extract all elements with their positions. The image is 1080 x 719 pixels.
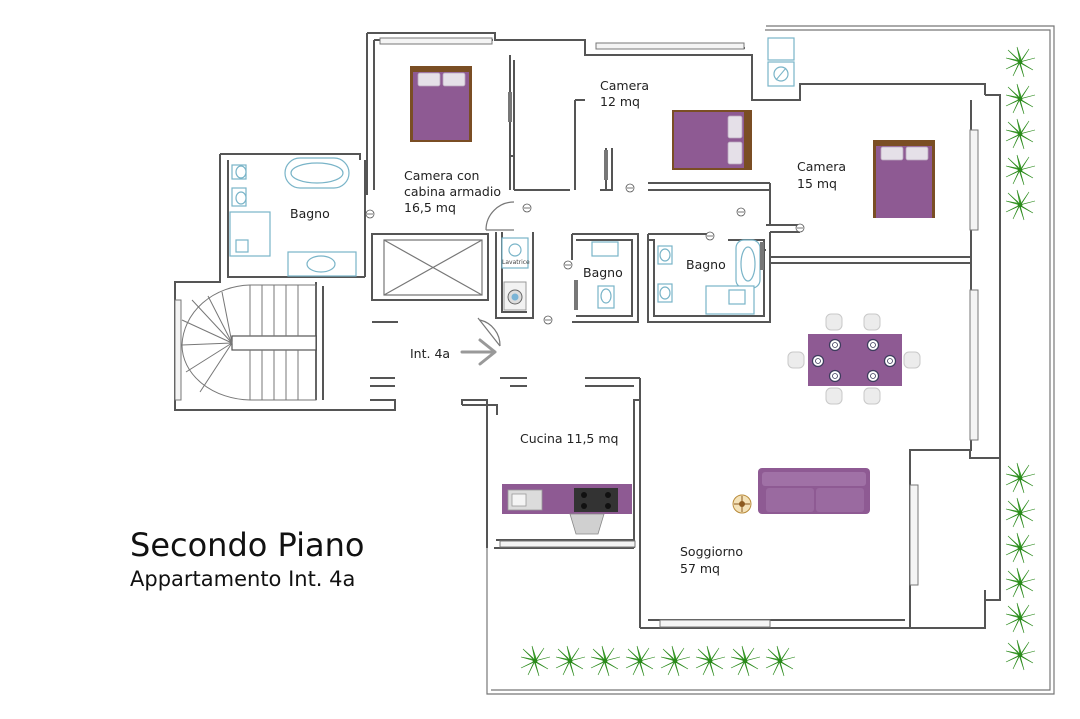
bed-camera-15 [873,140,935,218]
room-label-camera-armadio-line2: cabina armadio [404,184,501,199]
lamp [732,494,752,514]
kitchen-counter [502,484,632,535]
room-label-bagno-center: Bagno [583,265,623,280]
center-bathroom-fixtures [591,239,761,315]
entrance-arrow-icon [460,338,497,366]
plants-bottom [520,645,796,677]
windows [174,37,979,628]
dining-table [787,313,921,405]
sofa [758,468,870,514]
room-labels: Camera con cabina armadio 16,5 mq Camera… [290,78,846,576]
walls [174,25,1055,695]
left-bathroom-fixtures [229,157,357,277]
bed-camera-armadio [410,66,472,142]
room-label-camera-12-line2: 12 mq [600,94,640,109]
room-label-camera-15-line1: Camera [797,159,846,174]
room-label-camera-armadio-line1: Camera con [404,168,479,183]
doors [477,201,515,347]
lavatrice-label: Lavatrice [502,259,530,266]
room-label-camera-12-line1: Camera [600,78,649,93]
room-label-bagno-left: Bagno [290,206,330,221]
plants-right-bottom [1005,462,1036,671]
room-label-bagno-right: Bagno [686,257,726,272]
plan-subtitle: Appartamento Int. 4a [130,567,355,591]
bed-camera-12 [672,110,752,170]
staircase [181,284,317,401]
entrance-label: Int. 4a [410,346,450,361]
room-label-camera-armadio-line3: 16,5 mq [404,200,456,215]
room-label-camera-15-line2: 15 mq [797,176,837,191]
wardrobe-marks [508,92,764,310]
plants-right-top [1005,46,1036,221]
room-label-soggiorno-line1: Soggiorno [680,544,743,559]
laundry-fixtures: Lavatrice [501,237,530,311]
room-label-cucina: Cucina 11,5 mq [520,431,618,446]
room-label-soggiorno-line2: 57 mq [680,561,720,576]
plan-title: Secondo Piano [130,526,364,564]
corner-fixture [767,37,795,87]
